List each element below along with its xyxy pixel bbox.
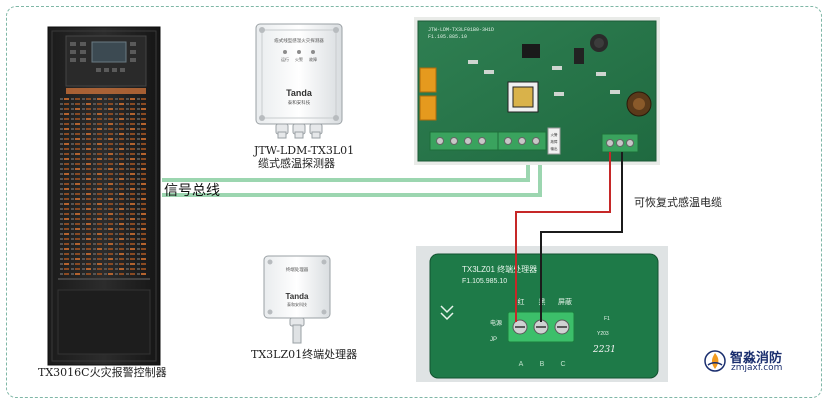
signal-bus-label: 信号总线 xyxy=(164,183,220,199)
board-left-mark: 电源 xyxy=(490,319,502,327)
board-pin-label-shield: 屏蔽 xyxy=(558,297,572,306)
pcb-terminal-label-3: 输出 xyxy=(551,146,559,151)
heat-cable-wires xyxy=(515,152,623,322)
pcb-silk-line-1: JTW-LDM-TX3LF01B0-3H1D xyxy=(428,27,494,33)
detector-led-label-2: 火警 xyxy=(295,56,303,62)
watermark-url: zmjaxf.com xyxy=(731,363,783,373)
pcb-silk-line-2: F1.105.885.10 xyxy=(428,34,467,40)
board-f1: F1 xyxy=(604,316,610,322)
flame-logo-icon xyxy=(704,350,726,372)
board-part-number: F1.105.985.10 xyxy=(462,278,507,285)
board-abc-a: A xyxy=(519,361,524,368)
terminal-caption: TX3LZ01终端处理器 xyxy=(251,348,358,361)
pcb-terminal-label-1: 火警 xyxy=(551,132,559,137)
terminal-brand-sub: 泰和安科技 xyxy=(287,301,307,307)
terminal-processor: 终端处理器 Tanda 泰和安科技 xyxy=(263,255,331,344)
controller-caption: TX3016C火灾报警控制器 xyxy=(38,366,167,379)
detector-led-label-3: 故障 xyxy=(309,56,317,62)
detector-caption-name: 缆式感温探测器 xyxy=(258,157,335,170)
detector-top-text: 缆式线型感温火灾探测器 xyxy=(274,37,324,44)
board-abc-c: C xyxy=(560,361,565,368)
detector-brand-sub: 泰和安科技 xyxy=(288,99,311,106)
diagram-frame xyxy=(6,6,822,398)
board-pin-label-red: 红 xyxy=(518,297,525,306)
detector-led-label-1: 运行 xyxy=(281,56,289,62)
board-handwriting: 2231 xyxy=(592,345,616,355)
board-date-code: Y203 xyxy=(597,331,609,337)
detector-brand: Tanda xyxy=(286,88,313,98)
watermark-logo: 智淼消防 zmjaxf.com xyxy=(704,346,814,376)
detector-pcb: JTW-LDM-TX3LF01B0-3H1D F1.105.885.10 火警 … xyxy=(414,17,660,165)
board-abc-b: B xyxy=(540,361,545,368)
watermark-name: 智淼消防 xyxy=(730,351,783,366)
board-title: TX3LZ01 终端处理器 xyxy=(462,264,537,274)
terminal-brand: Tanda xyxy=(286,292,310,301)
detector-caption-model: JTW-LDM-TX3L01 xyxy=(254,144,355,157)
terminal-top-text: 终端处理器 xyxy=(286,266,309,273)
linear-heat-detector: 缆式线型感温火灾探测器 运行 火警 故障 Tanda 泰和安科技 xyxy=(255,23,343,139)
cable-label: 可恢复式感温电缆 xyxy=(634,196,722,209)
board-jp: JP xyxy=(490,337,497,343)
fire-alarm-controller xyxy=(47,26,161,366)
pcb-terminal-label-2: 故障 xyxy=(551,139,559,144)
